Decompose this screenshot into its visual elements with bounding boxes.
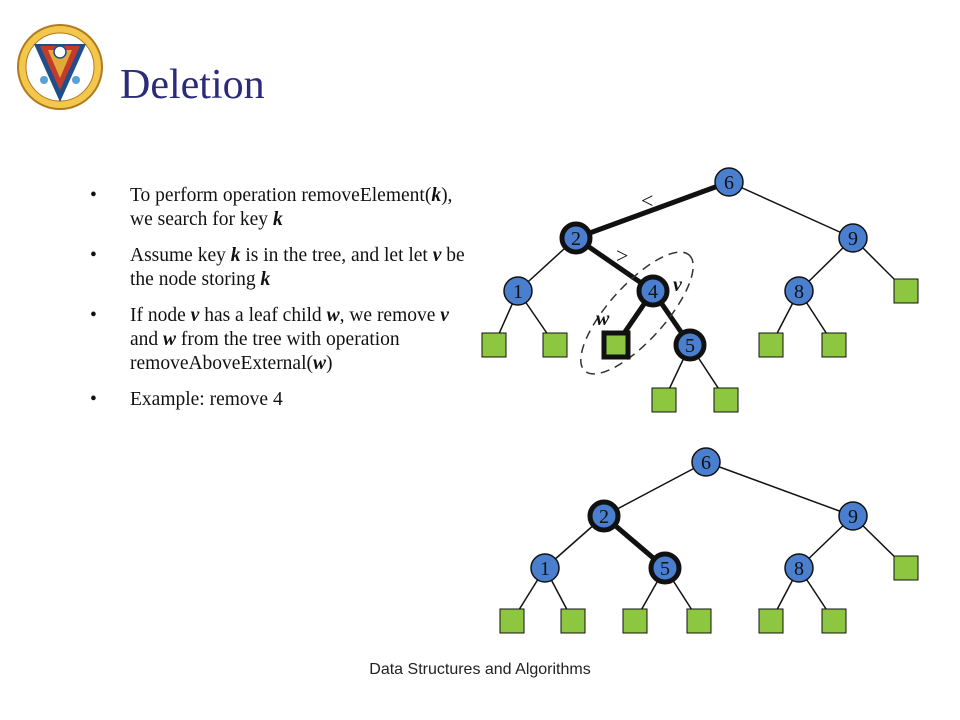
bullet-item: If node v has a leaf child w, we remove …: [90, 304, 480, 376]
tree-node: 1: [530, 553, 560, 583]
svg-text:9: 9: [848, 506, 858, 528]
bullet-text-run: Example: remove 4: [130, 389, 283, 410]
bullet-text-run: k: [431, 185, 442, 206]
tree-before: 6 2 9 1 4 8 5: [481, 167, 919, 413]
tree-node: 6: [714, 167, 744, 197]
bullet-text-run: If node: [130, 305, 191, 326]
tree-node: 6: [691, 447, 721, 477]
greater-than-label: >: [616, 243, 628, 268]
tree-after: 6 2 9 1 5 8: [499, 447, 919, 634]
bullet-text-run: v: [440, 305, 449, 326]
bullet-text-run: is in the tree, and let let: [240, 245, 433, 266]
w-label: w: [596, 308, 610, 330]
leaf: [821, 608, 847, 634]
leaf: [481, 332, 507, 358]
bullet-text-run: be the node storing: [130, 245, 465, 290]
bullet-text-run: from the tree with operation removeAbove…: [130, 329, 400, 374]
svg-text:5: 5: [660, 558, 670, 580]
svg-text:6: 6: [701, 452, 711, 474]
bullet-text-run: v: [190, 305, 200, 326]
v-label: v: [673, 274, 683, 296]
bullet-text-run: w: [313, 353, 327, 374]
bullet-text-run: , we remove: [339, 305, 441, 326]
tree-node: 8: [784, 553, 814, 583]
bullet-text-run: ), we search for key: [130, 185, 453, 230]
slide-footer: Data Structures and Algorithms: [369, 661, 591, 678]
svg-text:1: 1: [513, 281, 523, 303]
bullet-item: To perform operation removeElement(k), w…: [90, 184, 480, 232]
leaf: [651, 387, 677, 413]
svg-text:8: 8: [794, 558, 804, 580]
svg-text:9: 9: [848, 228, 858, 250]
tree-node: 2: [587, 499, 621, 533]
leaf: [686, 608, 712, 634]
tree-node-v: 4: [636, 274, 670, 308]
edge: [705, 461, 854, 517]
leaf: [622, 608, 648, 634]
bullet-text-run: w: [326, 305, 340, 326]
w-leaf: [601, 330, 631, 360]
svg-text:1: 1: [540, 558, 550, 580]
bullet-text-run: v: [432, 245, 442, 266]
tree-node: 9: [838, 501, 868, 531]
leaf: [893, 278, 919, 304]
university-crest-icon: [17, 24, 103, 110]
tree-node: 1: [503, 276, 533, 306]
leaf: [821, 332, 847, 358]
bullet-text-run: and: [130, 329, 164, 350]
bullet-text-run: k: [230, 245, 241, 266]
bullet-text-run: w: [163, 329, 177, 350]
svg-text:2: 2: [599, 506, 609, 528]
bullet-text-run: k: [260, 269, 271, 290]
edge: [728, 181, 854, 239]
slide-title: Deletion: [120, 62, 265, 108]
tree-node: 5: [648, 551, 682, 585]
leaf: [713, 387, 739, 413]
bullet-text-run: Assume key: [130, 245, 231, 266]
tree-node: 2: [559, 221, 593, 255]
edge: [603, 461, 707, 517]
svg-text:6: 6: [724, 172, 734, 194]
leaf: [758, 608, 784, 634]
edge: [575, 179, 730, 241]
svg-text:8: 8: [794, 281, 804, 303]
leaf: [542, 332, 568, 358]
bullet-item: Assume key k is in the tree, and let let…: [90, 244, 480, 292]
svg-text:4: 4: [648, 281, 658, 303]
less-than-label: <: [641, 188, 653, 213]
bullet-text-run: ): [326, 353, 333, 374]
leaf: [499, 608, 525, 634]
bullet-item: Example: remove 4: [90, 388, 480, 412]
leaf: [893, 555, 919, 581]
bullet-list: To perform operation removeElement(k), w…: [90, 184, 480, 424]
tree-node: 8: [784, 276, 814, 306]
bullet-text-run: To perform operation removeElement(: [130, 185, 432, 206]
bullet-text-run: k: [272, 209, 283, 230]
tree-node: 5: [673, 328, 707, 362]
tree-node: 9: [838, 223, 868, 253]
leaf: [758, 332, 784, 358]
svg-text:5: 5: [685, 335, 695, 357]
deletion-highlight-ellipse: [580, 251, 694, 375]
svg-text:2: 2: [571, 228, 581, 250]
bullet-text-run: has a leaf child: [199, 305, 327, 326]
leaf: [560, 608, 586, 634]
